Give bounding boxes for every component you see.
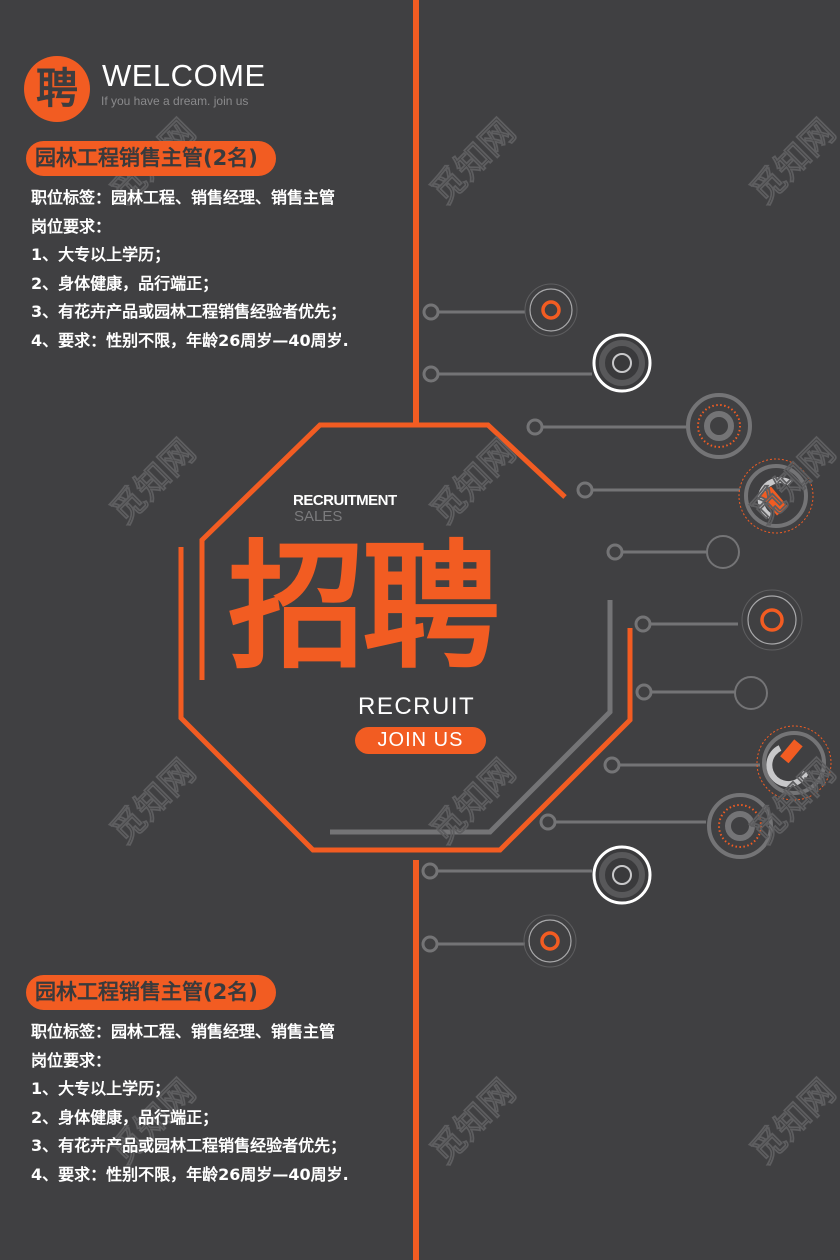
job-requirement: 2、身体健康，品行端正； <box>31 1107 219 1127</box>
job-requirements-label: 岗位要求： <box>31 216 112 236</box>
logo-badge: 聘 <box>24 56 90 122</box>
job-requirements-label: 岗位要求： <box>31 1050 112 1070</box>
job-requirement: 2、身体健康，品行端正； <box>31 273 219 293</box>
job-tags: 职位标签：园林工程、销售经理、销售主管 <box>31 1022 336 1041</box>
sales-label: SALES <box>294 508 343 525</box>
recruitment-label: RECRUITMENT <box>293 492 397 509</box>
join-us-button[interactable]: JOIN US <box>355 727 486 754</box>
tagline: If you have a dream. join us <box>101 94 249 108</box>
job-tags: 职位标签：园林工程、销售经理、销售主管 <box>31 188 336 207</box>
job-title-badge: 园林工程销售主管(2名) <box>26 975 276 1010</box>
recruit-label: RECRUIT <box>358 693 476 720</box>
job-requirement: 4、要求：性别不限，年龄26周岁—40周岁. <box>31 1164 349 1184</box>
welcome-title: WELCOME <box>102 58 266 93</box>
job-title-badge: 园林工程销售主管(2名) <box>26 141 276 176</box>
job-requirement: 4、要求：性别不限，年龄26周岁—40周岁. <box>31 330 349 350</box>
job-details: 职位标签：园林工程、销售经理、销售主管 岗位要求： 1、大专以上学历； 2、身体… <box>31 1018 349 1190</box>
job-requirement: 1、大专以上学历； <box>31 245 171 265</box>
job-details: 职位标签：园林工程、销售经理、销售主管 岗位要求： 1、大专以上学历； 2、身体… <box>31 184 349 356</box>
job-requirement: 1、大专以上学历； <box>31 1079 171 1099</box>
job-requirement: 3、有花卉产品或园林工程销售经验者优先； <box>31 302 347 322</box>
job-requirement: 3、有花卉产品或园林工程销售经验者优先； <box>31 1136 347 1156</box>
main-title: 招聘 <box>228 527 500 688</box>
